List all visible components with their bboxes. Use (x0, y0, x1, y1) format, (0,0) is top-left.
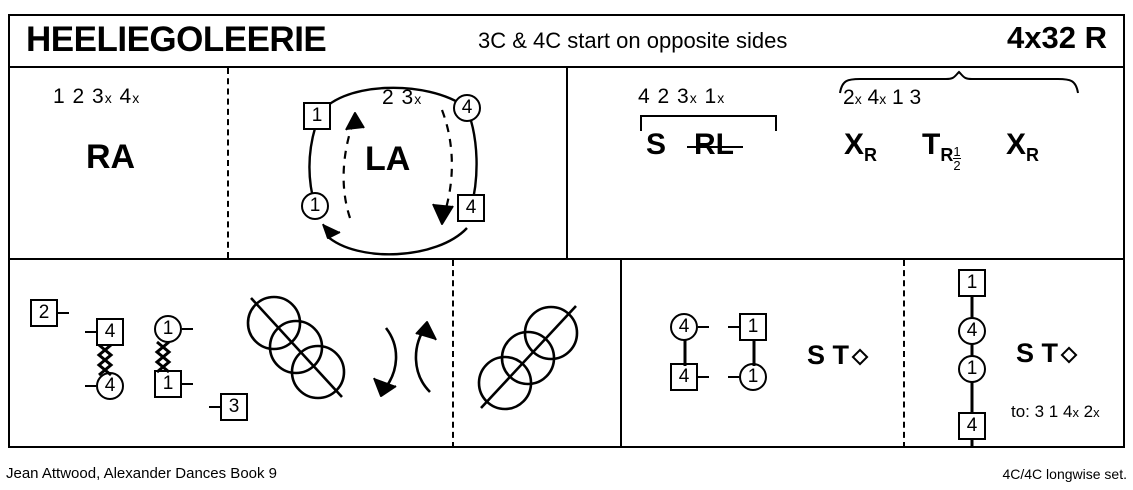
dancer-circle-4-b-tick (698, 326, 709, 328)
dancer-circle-1-b: 1 (739, 363, 767, 391)
cell-divider-solid-2 (620, 260, 622, 448)
page-title: HEELIEGOLEERIE (26, 20, 327, 59)
header-band: HEELIEGOLEERIE 3C & 4C start on opposite… (8, 14, 1125, 68)
formation-code-x-right-2: XR (1006, 128, 1040, 165)
dancer-circle-4-top: 4 (453, 94, 481, 122)
formation-code-set-turn-2: S T (1016, 338, 1078, 369)
figure-cell-set-turn-2: 1 4 1 4 S T to: 3 1 4x 2x (903, 260, 1125, 448)
cell-divider-dashed-3 (903, 260, 905, 448)
bracket-curly (839, 70, 1079, 94)
dancer-square-1-tick (182, 383, 193, 385)
dancer-circle-1-tick (182, 328, 193, 330)
bars-label-la: 2 3x (382, 86, 423, 109)
formation-code-ra: RA (86, 138, 136, 176)
dancer-circle-4-c: 4 (958, 317, 986, 345)
figure-cell-reel-down: 2 4 4 1 1 3 (8, 260, 452, 448)
dancer-square-1-top: 1 (303, 102, 331, 130)
formation-code-set-turn-1: S T (807, 340, 869, 371)
cell-divider-dashed (227, 68, 229, 258)
dancer-square-2: 2 (30, 299, 58, 327)
cell-divider-dashed-2 (452, 260, 454, 448)
formation-code-s: S (646, 128, 667, 161)
turn-arrows-icon (373, 321, 437, 397)
dancer-square-4-c: 4 (958, 412, 986, 440)
link-line-a (683, 340, 687, 366)
dancer-circle-1-b-tick (728, 376, 739, 378)
dancer-square-4: 4 (96, 318, 124, 346)
dancer-square-3-tick (209, 406, 220, 408)
dancer-square-3: 3 (220, 393, 248, 421)
formation-code-x-right-1: XR (844, 128, 878, 165)
bars-label-s-rl: 4 2 3x 1x (638, 85, 726, 108)
formation-code-rl: RL (687, 128, 743, 161)
bracket-square (640, 115, 777, 131)
link-line-b (752, 340, 756, 366)
final-order-note: to: 3 1 4x 2x (1011, 402, 1100, 421)
dancer-square-4-tick (85, 331, 96, 333)
zigzag-connector-a (96, 343, 114, 377)
dancer-square-4-b-tick (698, 376, 709, 378)
dancer-square-2-tick (58, 312, 69, 314)
figure-cell-reel-up (452, 260, 620, 448)
dancer-square-1-c: 1 (958, 269, 986, 297)
dance-subtitle: 3C & 4C start on opposite sides (478, 28, 788, 53)
dancer-circle-1-bottom: 1 (301, 192, 329, 220)
reel-of-three-up-icon (477, 305, 579, 411)
footer-set-type: 4C/4C longwise set. (1002, 466, 1127, 482)
figure-cell-ra: 1 2 3x 4x RA (8, 68, 227, 258)
dance-meta: 4x32 R (1007, 20, 1107, 55)
dancer-square-4-bottom: 4 (457, 194, 485, 222)
figure-cell-set-turn-1: 4 4 1 1 S T (620, 260, 903, 448)
bars-row-1: 1 2 3x 4x RA (8, 68, 1125, 260)
bars-label-x-t-x: 2x 4x 1 3 (843, 86, 922, 109)
zigzag-connector-b (154, 340, 172, 374)
dancer-circle-1: 1 (154, 315, 182, 343)
reel-of-three-down-icon (246, 295, 346, 400)
dancer-circle-1-c: 1 (958, 355, 986, 383)
dancer-square-1: 1 (154, 370, 182, 398)
footer-credit: Jean Attwood, Alexander Dances Book 9 (6, 465, 278, 482)
formation-code-la: LA (365, 140, 411, 178)
dancer-circle-4-tick (85, 385, 96, 387)
figure-cell-la: 2 3x 1 1 4 4 LA (227, 68, 566, 258)
cell-divider-solid (566, 68, 568, 258)
outer-frame (8, 14, 1125, 448)
bars-row-2: 2 4 4 1 1 3 (8, 260, 1125, 448)
dancer-square-1-b-tick (728, 326, 739, 328)
bars-label-ra: 1 2 3x 4x (53, 85, 141, 108)
